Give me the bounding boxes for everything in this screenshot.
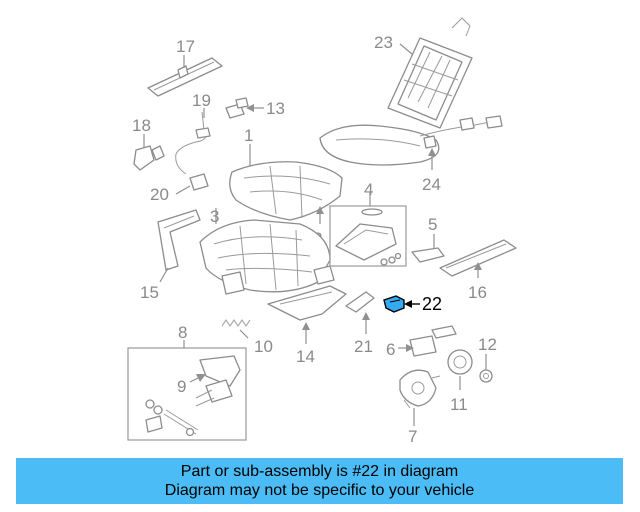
callout-18: 18 — [132, 116, 151, 135]
callout-22: 22 — [422, 294, 442, 314]
notice-banner: Part or sub-assembly is #22 in diagram D… — [16, 458, 623, 504]
part-16 — [439, 239, 517, 277]
callout-24: 24 — [422, 175, 441, 194]
callout-12: 12 — [478, 335, 497, 354]
callout-17: 17 — [176, 37, 195, 56]
part-4 — [329, 205, 407, 267]
part-17 — [147, 57, 223, 97]
callout-8: 8 — [178, 323, 187, 342]
part-23 — [387, 17, 473, 129]
callout-10: 10 — [254, 337, 273, 356]
part-20 — [189, 173, 209, 191]
part-6 — [409, 325, 457, 357]
callout-7: 7 — [408, 427, 417, 446]
callout-9: 9 — [177, 377, 186, 396]
part-11 — [447, 349, 473, 375]
callout-5: 5 — [428, 215, 437, 234]
callout-4: 4 — [364, 180, 373, 199]
part-5 — [411, 247, 445, 263]
part-7 — [399, 369, 441, 409]
callout-14: 14 — [296, 347, 315, 366]
callout-21: 21 — [354, 337, 373, 356]
part-14 — [267, 285, 347, 321]
callout-13: 13 — [266, 99, 285, 118]
part-8 — [127, 347, 247, 441]
part-21 — [345, 291, 375, 313]
callout-1: 1 — [244, 126, 253, 145]
callout-19: 19 — [192, 91, 211, 110]
callout-15: 15 — [140, 283, 159, 302]
part-3 — [199, 219, 335, 295]
part-13 — [225, 97, 249, 119]
callout-23: 23 — [374, 33, 393, 52]
callout-16: 16 — [468, 283, 487, 302]
callout-11: 11 — [450, 395, 468, 414]
banner-line-1: Part or sub-assembly is #22 in diagram — [180, 463, 459, 480]
part-22-highlighted — [383, 295, 405, 313]
part-15 — [157, 209, 201, 271]
part-18 — [133, 145, 165, 171]
callout-6: 6 — [386, 340, 395, 359]
parts-diagram: 17 23 24 13 19 18 2 — [127, 17, 517, 446]
banner-line-2: Diagram may not be specific to your vehi… — [164, 482, 475, 499]
part-1 — [229, 161, 343, 221]
callout-20: 20 — [150, 185, 169, 204]
part-19 — [175, 111, 211, 175]
part-10 — [221, 319, 251, 327]
part-24 — [319, 115, 503, 166]
part-12 — [479, 369, 493, 383]
callout-3: 3 — [210, 207, 219, 226]
